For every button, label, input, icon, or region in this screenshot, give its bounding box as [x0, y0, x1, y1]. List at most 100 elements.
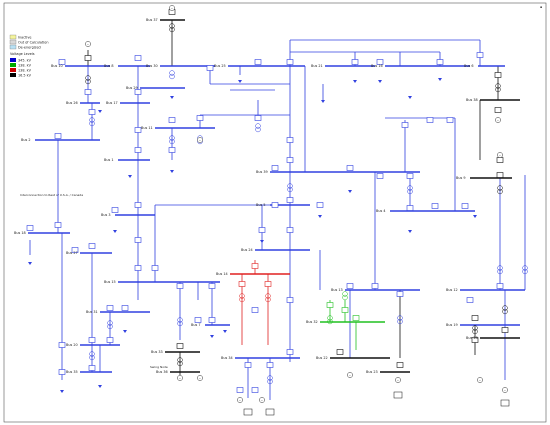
breaker-box-7 — [286, 59, 294, 65]
breaker-box-65 — [121, 305, 129, 311]
busbars — [28, 19, 525, 373]
breaker-box-43 — [134, 202, 142, 208]
generator-icon-2 — [85, 41, 91, 47]
breaker-box-3 — [134, 55, 142, 61]
network-elements: ~~~~~~~~~~~~~ — [26, 5, 528, 416]
generator-symbol-6: ~ — [199, 376, 202, 380]
breaker-box-22 — [134, 147, 142, 153]
transformer-coil-a-9 — [287, 183, 293, 189]
transformer-coil-a-10 — [407, 185, 413, 191]
breaker-box-62 — [496, 283, 504, 289]
transformer-coil-a-17 — [327, 315, 333, 321]
breaker-box-47 — [88, 243, 96, 249]
bus-label-22: Bus 14 — [216, 272, 228, 276]
bus-label-8: Bus 26 — [66, 101, 78, 105]
breaker-box-86 — [236, 387, 244, 393]
load-arrow-13 — [260, 240, 264, 243]
load-arrow-8 — [408, 230, 412, 233]
breaker-box-21 — [254, 115, 262, 121]
load-arrow-2 — [321, 100, 325, 103]
breaker-box-63 — [466, 297, 474, 303]
breaker-box-38 — [258, 227, 266, 233]
breaker-box-72 — [58, 342, 66, 348]
transformer-coil-a-7 — [255, 123, 261, 129]
load-arrow-6 — [170, 170, 174, 173]
transformer-coil-b-19 — [502, 308, 508, 315]
breaker-box-51 — [151, 265, 159, 271]
breaker-box-24 — [286, 137, 294, 143]
bus-label-34: Bus 23 — [366, 370, 378, 374]
generator-icon-13 — [197, 137, 203, 143]
legend-label-out-of-calc: Out of Calculation — [18, 41, 49, 45]
breaker-box-35 — [286, 197, 294, 203]
transformer-coil-b-20 — [107, 323, 113, 330]
bus-label-27: Bus 32 — [306, 320, 318, 324]
transformer-coil-b-2 — [89, 120, 95, 127]
breaker-box-71 — [88, 337, 96, 343]
generator-icon-9 — [477, 377, 483, 383]
transformer-coil-b-16 — [342, 294, 348, 301]
legend-swatch-out-of-calc — [9, 39, 17, 45]
load-arrow-5 — [438, 78, 442, 81]
legend-voltage-label-2: 138. kV — [18, 69, 32, 73]
breaker-box-55 — [238, 281, 246, 287]
bus-label-21: Bus 15 — [104, 280, 116, 284]
breaker-box-83 — [88, 365, 96, 371]
breaker-box-39 — [286, 227, 294, 233]
bus-label-32: Bus 22 — [316, 356, 328, 360]
bus-label-31: Bus 34 — [221, 356, 233, 360]
breaker-box-67 — [194, 317, 202, 323]
breaker-box-50 — [134, 265, 142, 271]
legend-voltage-label-3: 16.5 kV — [18, 74, 32, 78]
bus-label-26: Bus 7 — [191, 323, 200, 327]
breaker-box-11 — [476, 52, 484, 58]
generator-symbol-11: ~ — [261, 398, 264, 402]
load-arrow-22 — [170, 96, 174, 99]
swing-node-note: Swing Node — [150, 365, 168, 369]
transformer-coil-b-13 — [265, 296, 271, 303]
breaker-box-81 — [501, 327, 509, 333]
transformer-coil-b-25 — [522, 268, 528, 275]
generator-icon-5 — [177, 375, 183, 381]
transformer-coil-b-10 — [407, 188, 413, 195]
bus-label-5: Bus 21 — [311, 64, 323, 68]
breaker-box-80 — [471, 315, 479, 321]
transformer-coil-a-24 — [497, 265, 503, 271]
transformer-coil-a-3 — [169, 23, 175, 29]
generator-symbol-2: ~ — [87, 42, 90, 46]
breaker-box-84 — [58, 369, 66, 375]
breaker-box-68 — [326, 302, 334, 308]
generator-symbol-9: ~ — [479, 378, 482, 382]
transformer-coil-b-1 — [85, 78, 91, 85]
bus-label-13: Bus 39 — [256, 170, 268, 174]
generator-icon-6 — [197, 375, 203, 381]
breaker-box-46 — [26, 225, 34, 231]
bus-label-4: Bus 25 — [214, 64, 226, 68]
breaker-box-36 — [271, 202, 279, 208]
transformer-coil-a-19 — [502, 305, 508, 311]
breaker-box-58 — [286, 297, 294, 303]
load-arrow-11 — [348, 190, 352, 193]
breaker-box-5 — [206, 65, 214, 71]
generator-icon-11 — [259, 397, 265, 403]
load-arrow-3 — [353, 80, 357, 83]
breaker-box-78 — [336, 349, 344, 355]
transformer-coil-b-8 — [495, 86, 501, 93]
transformer-coil-b-22 — [177, 360, 183, 367]
generator-icon-12 — [237, 397, 243, 403]
load-arrow-1 — [238, 80, 242, 83]
load-arrow-18 — [60, 390, 64, 393]
transformer-coil-b-9 — [287, 186, 293, 193]
bus-label-9: Bus 17 — [106, 101, 118, 105]
bus-label-6: Bus 16 — [371, 64, 383, 68]
legend-swatch-v2 — [10, 68, 16, 72]
breaker-box-28 — [401, 122, 409, 128]
bus-label-2: Bus 8 — [104, 64, 113, 68]
bus-label-35: Bus 36 — [156, 370, 168, 374]
bus-label-28: Bus 19 — [446, 323, 458, 327]
bus-label-33: Bus 35 — [66, 370, 78, 374]
breaker-box-12 — [494, 72, 502, 78]
breaker-box-29 — [426, 117, 434, 123]
bus-label-3: Bus 30 — [146, 64, 158, 68]
transformer-coil-b-17 — [327, 318, 333, 325]
